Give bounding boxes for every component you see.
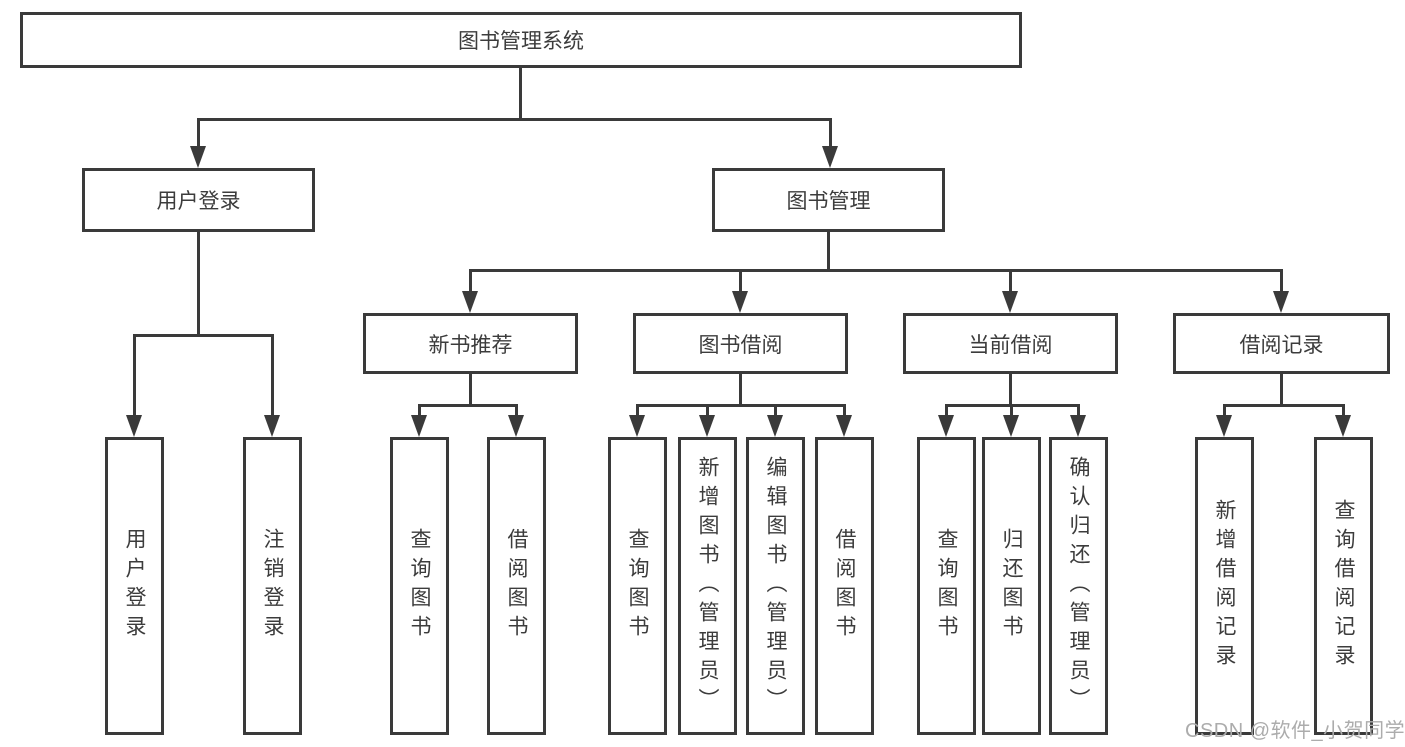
arrow-to-bb-edit [767, 415, 783, 437]
leaf-br-query-record-label: 查询借阅记录 [1332, 499, 1355, 673]
connector-drop-book-mgmt [829, 118, 832, 150]
node-book-mgmt: 图书管理 [712, 168, 945, 232]
connector-drop-bb-add [706, 404, 709, 424]
arrow-to-cb-confirm [1070, 415, 1086, 437]
leaf-nbr-borrow-books: 借阅图书 [487, 437, 546, 735]
connector-drop-br-add [1223, 404, 1226, 424]
arrow-to-bb-add [699, 415, 715, 437]
connector-root-stem [519, 68, 522, 121]
arrow-to-nbr-borrow [508, 415, 524, 437]
leaf-bb-borrow-books: 借阅图书 [815, 437, 874, 735]
arrow-to-new-book-rec [462, 291, 478, 313]
connector-bb-bus [636, 404, 846, 407]
arrow-to-leaf-logout [264, 415, 280, 437]
node-book-borrow: 图书借阅 [633, 313, 848, 374]
connector-drop-leaf-user-login [133, 334, 136, 418]
node-borrow-records: 借阅记录 [1173, 313, 1390, 374]
connector-book-mgmt-bus [469, 269, 1282, 272]
leaf-cb-return-books-label: 归还图书 [1000, 528, 1023, 644]
leaf-bb-borrow-books-label: 借阅图书 [833, 528, 856, 644]
connector-drop-cb-confirm [1077, 404, 1080, 424]
arrow-to-nbr-query [411, 415, 427, 437]
connector-book-mgmt-stem [827, 232, 830, 272]
arrow-to-user-login [190, 146, 206, 168]
connector-drop-user-login [197, 118, 200, 150]
leaf-bb-edit-books-admin: 编辑图书（管理员） [746, 437, 805, 735]
connector-drop-leaf-logout [271, 334, 274, 418]
connector-nbr-stem [469, 374, 472, 407]
arrow-to-cb-query [938, 415, 954, 437]
leaf-bb-query-books: 查询图书 [608, 437, 667, 735]
arrow-to-br-query [1335, 415, 1351, 437]
node-current-borrow-label: 当前借阅 [968, 333, 1053, 357]
node-current-borrow: 当前借阅 [903, 313, 1118, 374]
leaf-br-query-record: 查询借阅记录 [1314, 437, 1373, 735]
node-user-login: 用户登录 [82, 168, 315, 232]
connector-user-login-bus [133, 334, 274, 337]
leaf-bb-add-books-admin-label: 新增图书（管理员） [696, 455, 719, 717]
leaf-logout-label: 注销登录 [261, 528, 284, 644]
connector-drop-current-borrow [1009, 269, 1012, 297]
csdn-watermark: CSDN @软件_小贺同学 [1185, 720, 1405, 742]
leaf-cb-query-books-label: 查询图书 [935, 528, 958, 644]
connector-drop-nbr-borrow [515, 404, 518, 424]
node-new-book-rec: 新书推荐 [363, 313, 578, 374]
arrow-to-cb-return [1003, 415, 1019, 437]
connector-drop-bb-query [636, 404, 639, 424]
node-borrow-records-label: 借阅记录 [1239, 333, 1324, 357]
arrow-to-book-mgmt [822, 146, 838, 168]
leaf-user-login: 用户登录 [105, 437, 164, 735]
connector-br-bus [1223, 404, 1345, 407]
connector-nbr-bus [418, 404, 518, 407]
arrow-to-bb-borrow [836, 415, 852, 437]
leaf-br-add-record-label: 新增借阅记录 [1213, 499, 1236, 673]
connector-drop-book-borrow [739, 269, 742, 297]
arrow-to-book-borrow [732, 291, 748, 313]
leaf-cb-return-books: 归还图书 [982, 437, 1041, 735]
leaf-cb-confirm-return-admin-label: 确认归还（管理员） [1067, 455, 1090, 717]
connector-user-login-stem [197, 232, 200, 337]
node-root-label: 图书管理系统 [458, 30, 584, 53]
leaf-user-login-label: 用户登录 [123, 528, 146, 644]
connector-root-bus [197, 118, 832, 121]
connector-drop-bb-edit [774, 404, 777, 424]
connector-drop-new-book-rec [469, 269, 472, 297]
leaf-nbr-borrow-books-label: 借阅图书 [505, 528, 528, 644]
arrow-to-borrow-records [1273, 291, 1289, 313]
node-user-login-label: 用户登录 [156, 190, 241, 213]
leaf-logout: 注销登录 [243, 437, 302, 735]
node-new-book-rec-label: 新书推荐 [428, 333, 513, 357]
leaf-bb-query-books-label: 查询图书 [626, 528, 649, 644]
node-root: 图书管理系统 [20, 12, 1022, 68]
arrow-to-br-add [1216, 415, 1232, 437]
connector-drop-nbr-query [418, 404, 421, 424]
connector-drop-borrow-records [1280, 269, 1283, 297]
connector-bb-stem [739, 374, 742, 407]
leaf-nbr-query-books: 查询图书 [390, 437, 449, 735]
leaf-br-add-record: 新增借阅记录 [1195, 437, 1254, 735]
leaf-cb-query-books: 查询图书 [917, 437, 976, 735]
node-book-borrow-label: 图书借阅 [698, 333, 783, 357]
connector-drop-cb-query [945, 404, 948, 424]
connector-cb-stem [1009, 374, 1012, 407]
arrow-to-bb-query [629, 415, 645, 437]
arrow-to-current-borrow [1002, 291, 1018, 313]
connector-drop-bb-borrow [843, 404, 846, 424]
arrow-to-leaf-user-login [126, 415, 142, 437]
leaf-bb-edit-books-admin-label: 编辑图书（管理员） [764, 455, 787, 717]
leaf-cb-confirm-return-admin: 确认归还（管理员） [1049, 437, 1108, 735]
leaf-nbr-query-books-label: 查询图书 [408, 528, 431, 644]
node-book-mgmt-label: 图书管理 [786, 190, 871, 213]
connector-br-stem [1280, 374, 1283, 407]
leaf-bb-add-books-admin: 新增图书（管理员） [678, 437, 737, 735]
connector-drop-cb-return [1010, 404, 1013, 424]
connector-drop-br-query [1342, 404, 1345, 424]
